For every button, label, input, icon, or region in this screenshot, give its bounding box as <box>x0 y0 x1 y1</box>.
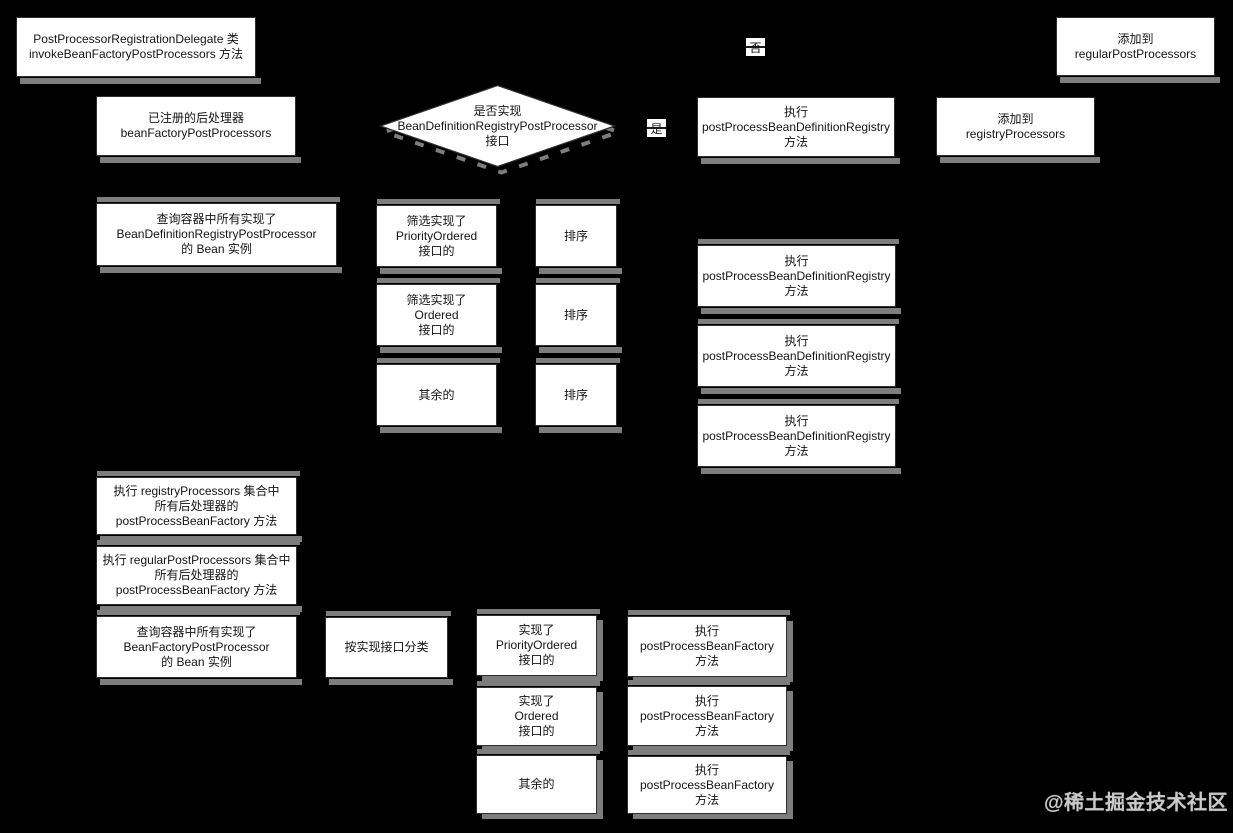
node-add-to-regular-postprocessors-line-1: 添加到 <box>1117 31 1154 46</box>
node-impl-ordered-line-1: 实现了 <box>518 694 555 708</box>
node-rest-of-factory-line-1: 其余的 <box>518 777 555 791</box>
node-sort-ordered-line-1: 排序 <box>563 307 588 322</box>
node-sort-rest: 排序 <box>535 358 622 433</box>
branch-label-no: 否 <box>746 38 765 56</box>
node-exec-ppbdr-registered-line-2: postProcessBeanDefinitionRegistry <box>701 119 891 134</box>
node-filter-ordered-line-1: 筛选实现了 <box>406 292 467 307</box>
decision-line-3: 接口 <box>485 133 510 148</box>
node-exec-regular-postprocessors-ppbf-line-3: postProcessBeanFactory 方法 <box>115 583 278 597</box>
node-entry-method-line-2: invokeBeanFactoryPostProcessors 方法 <box>28 47 244 61</box>
node-filter-priority-ordered-line-1: 筛选实现了 <box>406 213 467 228</box>
node-exec-ppbf-ordered-line-3: 方法 <box>694 723 719 738</box>
node-classify-by-interface-line-1: 按实现接口分类 <box>344 640 429 654</box>
node-impl-priority-ordered-line-1: 实现了 <box>518 623 555 637</box>
node-entry-method-line-1: PostProcessorRegistrationDelegate 类 <box>33 32 239 46</box>
node-query-bdrpp-beans-line-2: BeanDefinitionRegistryPostProcessor <box>116 227 317 241</box>
branch-label-yes: 是 <box>647 119 666 137</box>
node-exec-ppbdr-registered-line-1: 执行 <box>783 104 808 119</box>
node-exec-ppbdr-rest-line-2: postProcessBeanDefinitionRegistry <box>702 428 891 443</box>
node-filter-priority-ordered-line-3: 接口的 <box>418 243 455 258</box>
node-exec-ppbdr-priority-line-2: postProcessBeanDefinitionRegistry <box>702 268 891 283</box>
node-sort-priority: 排序 <box>535 199 622 274</box>
node-rest-of-registry: 其余的 <box>376 358 502 433</box>
node-exec-ppbdr-ordered-line-2: postProcessBeanDefinitionRegistry <box>702 348 891 363</box>
node-exec-ppbdr-ordered-line-1: 执行 <box>784 333 809 348</box>
node-exec-ppbf-ordered-line-1: 执行 <box>694 693 719 708</box>
decision-diamond-shadow <box>378 89 625 175</box>
node-sort-ordered: 排序 <box>535 278 622 353</box>
node-query-bfpp-beans-line-1: 查询容器中所有实现了 <box>136 624 257 639</box>
node-filter-ordered-line-3: 接口的 <box>418 322 455 337</box>
node-exec-ppbdr-priority-line-3: 方法 <box>784 283 809 298</box>
node-add-to-registry-processors-line-2: registryProcessors <box>965 126 1066 141</box>
node-add-to-registry-processors-line-1: 添加到 <box>997 111 1034 126</box>
node-exec-ppbdr-ordered-line-3: 方法 <box>784 363 809 378</box>
decision-text: 是否实现 BeanDefinitionRegistryPostProcessor… <box>378 84 617 168</box>
node-exec-ppbf-priority-line-2: postProcessBeanFactory <box>639 639 775 653</box>
node-classify-by-interface: 按实现接口分类 <box>325 611 453 685</box>
node-rest-of-registry-line-1: 其余的 <box>418 387 455 402</box>
node-filter-priority-ordered-line-2: PriorityOrdered <box>395 228 478 243</box>
decision-line-1: 是否实现 <box>473 103 522 118</box>
node-exec-ppbdr-priority-line-1: 执行 <box>784 253 809 268</box>
decision-line-2: BeanDefinitionRegistryPostProcessor <box>397 118 598 133</box>
node-exec-ppbdr-rest-line-1: 执行 <box>784 413 809 428</box>
node-impl-priority-ordered-line-2: PriorityOrdered <box>495 638 578 652</box>
node-exec-regular-postprocessors-ppbf-line-1: 执行 regularPostProcessors 集合中 <box>102 553 291 567</box>
node-impl-ordered-line-3: 接口的 <box>518 724 555 738</box>
node-query-bfpp-beans-line-3: 的 Bean 实例 <box>161 654 232 669</box>
node-exec-ppbf-rest-line-3: 方法 <box>694 792 719 807</box>
node-rest-of-factory: 其余的 <box>476 749 600 814</box>
node-exec-ppbf-priority-line-1: 执行 <box>694 624 719 638</box>
node-exec-ppbdr-rest-line-3: 方法 <box>784 443 809 458</box>
node-sort-priority-line-1: 排序 <box>563 228 588 243</box>
node-query-bdrpp-beans-line-1: 查询容器中所有实现了 <box>156 212 277 226</box>
node-registered-postprocessors-line-1: 已注册的后处理器 <box>147 111 244 125</box>
node-exec-ppbf-ordered-line-2: postProcessBeanFactory <box>639 708 775 723</box>
node-exec-registry-processors-ppbf-line-1: 执行 registryProcessors 集合中 <box>113 483 280 498</box>
node-exec-ppbdr-registered-line-3: 方法 <box>783 134 808 149</box>
decision-diamond-shape <box>378 84 617 168</box>
node-query-bfpp-beans-line-2: BeanFactoryPostProcessor <box>123 639 270 654</box>
juejin-watermark: @稀土掘金技术社区 <box>1044 792 1229 814</box>
node-exec-ppbf-priority-line-3: 方法 <box>694 654 719 668</box>
node-exec-regular-postprocessors-ppbf-line-2: 所有后处理器的 <box>154 568 239 582</box>
node-exec-ppbf-rest-line-2: postProcessBeanFactory <box>639 777 775 792</box>
decision-diamond-svg <box>378 84 625 175</box>
node-exec-registry-processors-ppbf-line-2: 所有后处理器的 <box>154 498 239 513</box>
node-filter-ordered-line-2: Ordered <box>414 307 459 322</box>
node-add-to-regular-postprocessors-line-2: regularPostProcessors <box>1074 46 1197 61</box>
node-registered-postprocessors-line-2: beanFactoryPostProcessors <box>120 126 272 140</box>
node-query-bdrpp-beans-line-3: 的 Bean 实例 <box>181 242 252 256</box>
node-exec-ppbf-rest-line-1: 执行 <box>694 762 719 777</box>
decision-implements-bdrpp: 是否实现 BeanDefinitionRegistryPostProcessor… <box>378 84 625 175</box>
node-impl-ordered-line-2: Ordered <box>514 709 559 723</box>
node-exec-registry-processors-ppbf-line-3: postProcessBeanFactory 方法 <box>115 513 278 528</box>
node-impl-priority-ordered-line-3: 接口的 <box>518 653 555 667</box>
node-sort-rest-line-1: 排序 <box>563 387 588 402</box>
